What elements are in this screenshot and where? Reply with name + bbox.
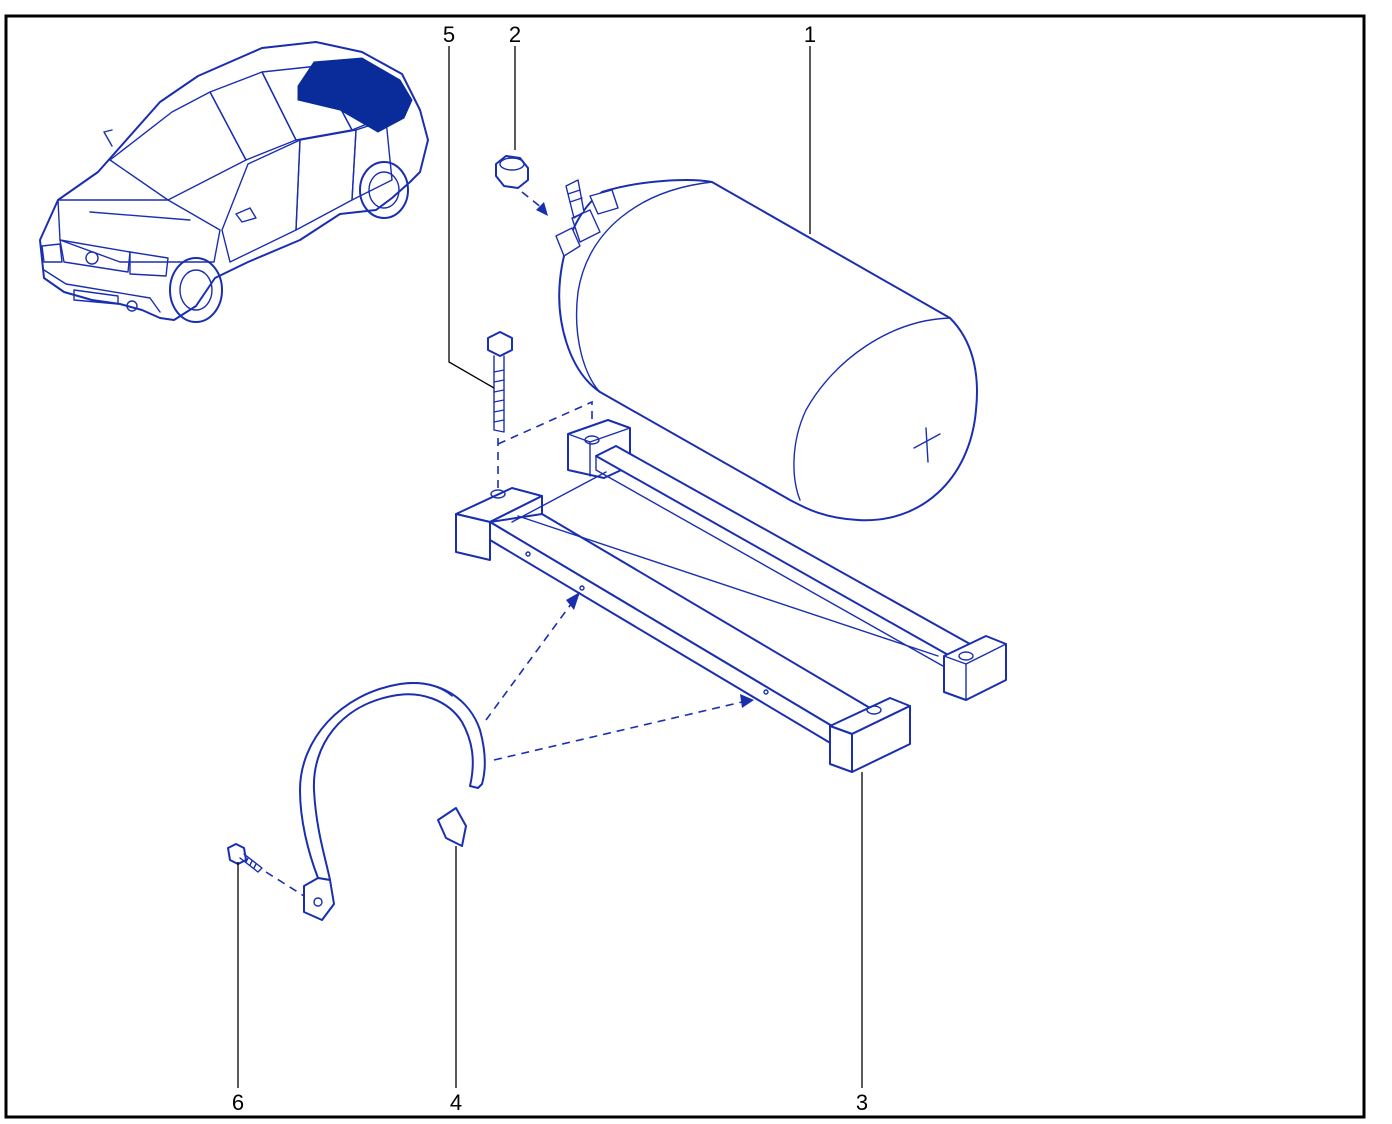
callout-6: 6 — [232, 1090, 244, 1115]
tank-valve-fitting — [555, 179, 619, 257]
part-4-retaining-strap — [299, 592, 754, 921]
callout-labels: 1 2 5 3 4 6 — [232, 22, 868, 1115]
callout-1: 1 — [804, 22, 816, 47]
callout-2: 2 — [509, 22, 521, 47]
part-6-strap-bolt — [227, 843, 305, 897]
leader-5 — [448, 46, 495, 389]
highlighted-trunk-area — [297, 57, 413, 133]
callout-5: 5 — [443, 22, 455, 47]
callout-4: 4 — [450, 1090, 462, 1115]
part-2-cap — [495, 155, 548, 216]
diagram-frame — [4, 14, 1366, 1119]
part-1-gas-tank — [555, 179, 978, 522]
car-locator-illustration — [39, 41, 429, 323]
leader-lines — [237, 46, 863, 1088]
part-5-mounting-bolt — [487, 331, 593, 490]
part-3-support-frame — [455, 419, 1007, 773]
callout-3: 3 — [856, 1090, 868, 1115]
